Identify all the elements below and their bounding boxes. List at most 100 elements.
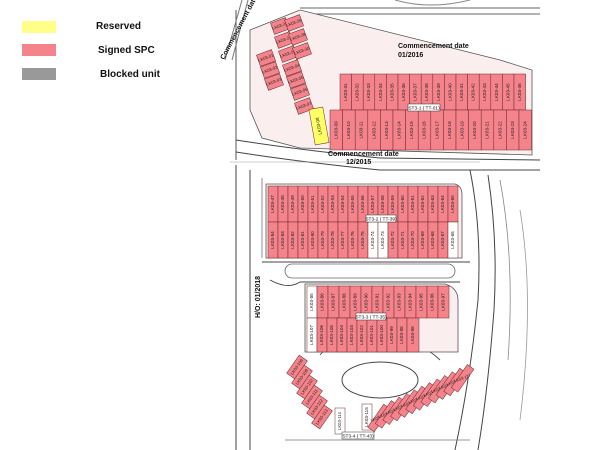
unit-lk03-68[interactable]: LK03-68 [427,221,439,259]
unit-lk03-95[interactable]: LK03-95 [415,285,428,319]
unit-lk03-93[interactable]: LK03-93 [393,285,406,319]
unit-lk03-94[interactable]: LK03-94 [404,285,417,319]
unit-lk03-62[interactable]: LK03-62 [417,185,429,223]
unit-lk03-97[interactable]: LK03-97 [437,285,450,319]
unit-lk03-77[interactable]: LK03-77 [337,221,349,259]
unit-lk03-26[interactable]: LK03-26 [284,14,304,32]
unit-lk03-81[interactable]: LK03-81 [297,221,309,259]
unit-lk03-33[interactable]: LK03-33 [362,73,376,111]
unit-lk03-45[interactable]: LK03-45 [502,73,515,111]
unit-lk03-32[interactable]: LK03-32 [351,73,364,111]
unit-lk03-60[interactable]: LK03-60 [397,185,409,223]
unit-lk03-87[interactable]: LK03-87 [327,285,340,319]
unit-lk03-18[interactable]: LK03-18 [443,109,457,151]
unit-lk03-08[interactable]: LK03-08 [308,106,330,146]
unit-lk03-22[interactable]: LK03-22 [493,109,507,151]
unit-lk03-16[interactable]: LK03-16 [417,109,432,151]
unit-lk03-41[interactable]: LK03-41 [455,73,468,111]
unit-lk03-54[interactable]: LK03-54 [337,185,349,223]
unit-lk03-76[interactable]: LK03-76 [347,221,359,259]
unit-lk03-05[interactable]: LK03-05 [286,71,306,89]
unit-lk03-103[interactable]: LK03-103 [346,317,358,353]
block-tag-label: ST3-4 ( TT-43) [342,433,374,439]
unit-lk03-11[interactable]: LK03-11 [354,109,369,151]
unit-lk03-78[interactable]: LK03-78 [327,221,339,259]
unit-lk03-04[interactable]: LK03-04 [282,59,302,77]
unit-lk03-75[interactable]: LK03-75 [357,221,369,259]
unit-lk03-98[interactable]: LK03-98 [396,317,408,353]
unit-lk03-102[interactable]: LK03-102 [356,317,368,353]
unit-lk03-19[interactable]: LK03-19 [455,109,469,151]
unit-lk03-42[interactable]: LK03-42 [467,73,480,111]
unit-lk03-28[interactable]: LK03-28 [288,28,308,46]
unit-lk03-67[interactable]: LK03-67 [437,221,449,259]
unit-lk03-25[interactable]: LK03-25 [270,17,290,35]
unit-lk03-21[interactable]: LK03-21 [480,109,495,151]
unit-lk03-40[interactable]: LK03-40 [444,73,457,111]
unit-lk03-99[interactable]: LK03-99 [386,317,398,353]
unit-lk03-17[interactable]: LK03-17 [430,109,444,151]
unit-lk03-35[interactable]: LK03-35 [386,73,399,111]
unit-lk03-86[interactable]: LK03-86 [316,285,329,319]
unit-lk03-09[interactable]: LK03-09 [329,109,343,151]
unit-lk03-85[interactable]: LK03-85 [306,285,318,319]
unit-lk03-50[interactable]: LK03-50 [297,185,309,223]
unit-lk03-02[interactable]: LK03-02 [260,61,280,79]
unit-lk03-88[interactable]: LK03-88 [338,285,351,319]
unit-lk03-80[interactable]: LK03-80 [307,221,319,259]
unit-lk03-72[interactable]: LK03-72 [387,221,399,259]
unit-lk03-115[interactable]: LK03-115 [361,403,373,431]
unit-lk03-69[interactable]: LK03-69 [417,221,429,259]
unit-lk03-79[interactable]: LK03-79 [317,221,329,259]
unit-label: LK03-68 [430,231,435,249]
unit-lk03-82[interactable]: LK03-82 [287,221,299,259]
unit-lk03-01[interactable]: LK03-01 [256,49,276,67]
unit-lk03-74[interactable]: LK03-74 [367,221,379,259]
unit-lk03-53[interactable]: LK03-53 [327,185,339,223]
unit-lk03-101[interactable]: LK03-101 [366,317,378,353]
unit-lk03-73[interactable]: LK03-73 [377,221,389,259]
unit-lk03-114[interactable]: LK03-114 [334,407,346,435]
unit-lk03-63[interactable]: LK03-63 [427,185,439,223]
unit-lk03-52[interactable]: LK03-52 [317,185,329,223]
unit-lk03-66[interactable]: LK03-66 [447,221,459,259]
unit-lk03-107[interactable]: LK03-107 [306,317,318,353]
unit-lk03-07[interactable]: LK03-07 [294,97,314,115]
unit-lk03-65[interactable]: LK03-65 [447,185,459,223]
unit-lk03-105[interactable]: LK03-105 [326,317,338,353]
unit-lk03-49[interactable]: LK03-49 [287,185,299,223]
unit-lk03-61[interactable]: LK03-61 [407,185,419,223]
unit-lk03-44[interactable]: LK03-44 [490,73,503,111]
unit-label: LK03-15 [409,121,414,139]
unit-lk03-127[interactable]: LK03-127 [449,363,477,394]
unit-lk03-64[interactable]: LK03-64 [437,185,449,223]
unit-lk03-51[interactable]: LK03-51 [307,185,319,223]
unit-lk03-96[interactable]: LK03-96 [426,285,439,319]
unit-lk03-100[interactable]: LK03-100 [376,317,388,353]
unit-lk03-24[interactable]: LK03-24 [518,109,532,151]
unit-lk03-46[interactable]: LK03-46 [513,73,526,111]
unit-lk03-48[interactable]: LK03-48 [277,185,289,223]
unit-lk03-104[interactable]: LK03-104 [336,317,348,353]
unit-lk03-83[interactable]: LK03-83 [277,221,289,259]
unit-lk03-34[interactable]: LK03-34 [374,73,387,111]
unit-lk03-30[interactable]: LK03-30 [292,42,312,60]
unit-lk03-70[interactable]: LK03-70 [407,221,419,259]
unit-lk03-14[interactable]: LK03-14 [392,109,406,151]
unit-lk03-15[interactable]: LK03-15 [405,109,419,151]
unit-lk03-10[interactable]: LK03-10 [342,109,356,151]
unit-lk03-55[interactable]: LK03-55 [347,185,359,223]
unit-lk03-47[interactable]: LK03-47 [267,185,279,223]
unit-lk03-03[interactable]: LK03-03 [264,73,284,91]
unit-lk03-43[interactable]: LK03-43 [478,73,492,111]
unit-lk03-06[interactable]: LK03-06 [290,83,310,101]
unit-lk03-106[interactable]: LK03-106 [316,317,328,353]
unit-lk03-98[interactable]: LK03-98 [406,317,420,353]
unit-lk03-84[interactable]: LK03-84 [267,221,279,259]
unit-lk03-31[interactable]: LK03-31 [339,73,352,111]
unit-lk03-20[interactable]: LK03-20 [468,109,482,151]
unit-lk03-12[interactable]: LK03-12 [367,109,381,151]
unit-lk03-13[interactable]: LK03-13 [380,109,394,151]
unit-lk03-71[interactable]: LK03-71 [397,221,409,259]
unit-lk03-23[interactable]: LK03-23 [506,109,520,151]
